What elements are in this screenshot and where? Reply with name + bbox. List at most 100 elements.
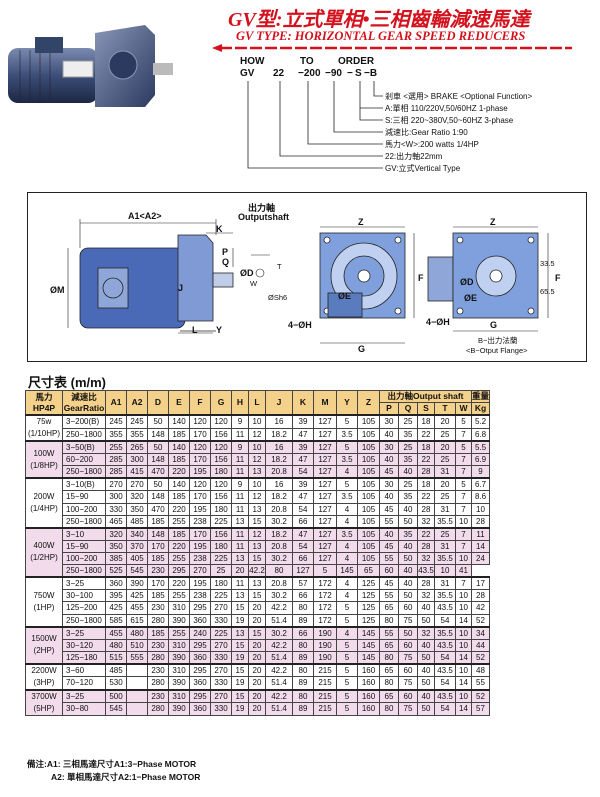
value-cell: 40 [417,638,435,652]
value-cell: 48 [470,662,491,678]
value-cell: 15 [231,638,249,652]
value-cell: 295 [189,638,211,652]
value-cell: 30.2 [265,589,293,603]
value-cell: 20 [248,688,266,704]
value-cell: 5 [336,688,358,704]
value-cell: 127 [313,477,337,492]
value-cell: 17 [470,576,491,591]
header-g: G [210,390,232,416]
value-cell: 480 [126,625,148,640]
value-cell: 7 [455,465,472,479]
value-cell: 52 [470,650,491,665]
value-cell: 238 [189,514,211,529]
dim-w: W [250,279,258,288]
value-cell: 310 [168,638,190,652]
dim-y: Y [216,325,223,335]
value-cell: 28 [417,502,435,516]
value-cell: 360 [189,613,211,627]
value-cell: 43.5 [434,601,456,615]
value-cell: 172 [313,589,337,603]
value-cell: 52 [470,688,491,704]
value-cell: 156 [210,526,232,541]
value-cell: 330 [210,702,232,716]
value-cell: 20 [248,702,266,716]
value-cell: 238 [189,551,211,566]
order-code-brake: −B [364,68,378,79]
value-cell: 54 [292,465,314,479]
value-cell: 127 [292,564,314,578]
value-cell: 80 [292,638,314,652]
dim-33-5: 33.5 [540,259,555,268]
value-cell: 39 [292,414,314,429]
value-cell: 555 [126,650,148,665]
value-cell: 185 [168,427,190,442]
value-cell: 55 [470,676,491,691]
value-cell: 15 [248,514,266,529]
value-cell: 15 [231,662,249,678]
value-cell: 185 [147,551,169,566]
value-cell: 30 [379,477,399,492]
value-cell: 40 [417,688,435,704]
value-cell: 34 [470,625,491,640]
value-cell: 43.5 [434,688,456,704]
value-cell: 280 [147,650,169,665]
motor-power-cell: 2200W(3HP) [25,662,63,691]
value-cell: 11 [231,427,249,442]
value-cell: 25 [398,414,418,429]
motor-photo [5,15,175,115]
value-cell: 310 [168,662,190,678]
value-cell: 4 [336,576,358,591]
value-cell: 470 [147,502,169,516]
value-cell: 40 [398,502,418,516]
note-a2: A2: 單相馬達尺寸A2:1−Phase MOTOR [51,772,201,782]
value-cell: 15 [248,625,266,640]
value-cell: 148 [147,490,169,504]
header-z: Z [357,390,380,416]
value-cell: 10 [470,502,491,516]
value-cell: 60 [379,564,399,578]
value-cell: 50 [147,477,169,492]
value-cell: 14 [470,539,491,553]
dim-k: K [216,224,223,234]
value-cell: 8.6 [470,490,491,504]
value-cell: 13 [231,514,249,529]
gear-ratio-cell: 250−1800 [62,427,106,442]
dimension-drawing: 出力軸 Outputshaft A1<A2> K P Q ØD T W ØSh6… [27,192,587,362]
value-cell: 545 [105,702,127,716]
gear-ratio-cell: 15−90 [62,490,106,504]
value-cell [126,688,148,704]
value-cell: 40 [398,539,418,553]
value-cell: 51.4 [265,702,293,716]
value-cell: 127 [313,465,337,479]
dim-d: ØD [240,268,254,278]
value-cell: 156 [210,427,232,442]
output-shaft-label-en: Outputshaft [238,212,289,222]
value-cell: 66 [292,589,314,603]
value-cell: 105 [357,427,380,442]
gear-ratio-cell: 250−1800 [62,613,106,627]
value-cell: 47 [292,526,314,541]
value-cell: 54 [434,676,456,691]
gear-ratio-cell: 250−1800 [62,465,106,479]
value-cell: 145 [357,650,380,665]
value-cell: 390 [168,613,190,627]
value-cell: 54 [434,613,456,627]
value-cell: 300 [126,453,148,467]
value-cell: 66 [292,625,314,640]
gear-ratio-cell: 3−60 [62,662,106,678]
value-cell: 9 [231,477,249,492]
value-cell: 10 [455,551,472,566]
value-cell: 385 [105,551,127,566]
value-cell: 30 [379,440,399,455]
value-cell: 355 [126,427,148,442]
value-cell: 10 [455,688,472,704]
value-cell: 295 [168,564,190,578]
dim-h: 4−ØH [288,320,312,330]
value-cell: 20.8 [265,576,293,591]
value-cell: 140 [168,414,190,429]
